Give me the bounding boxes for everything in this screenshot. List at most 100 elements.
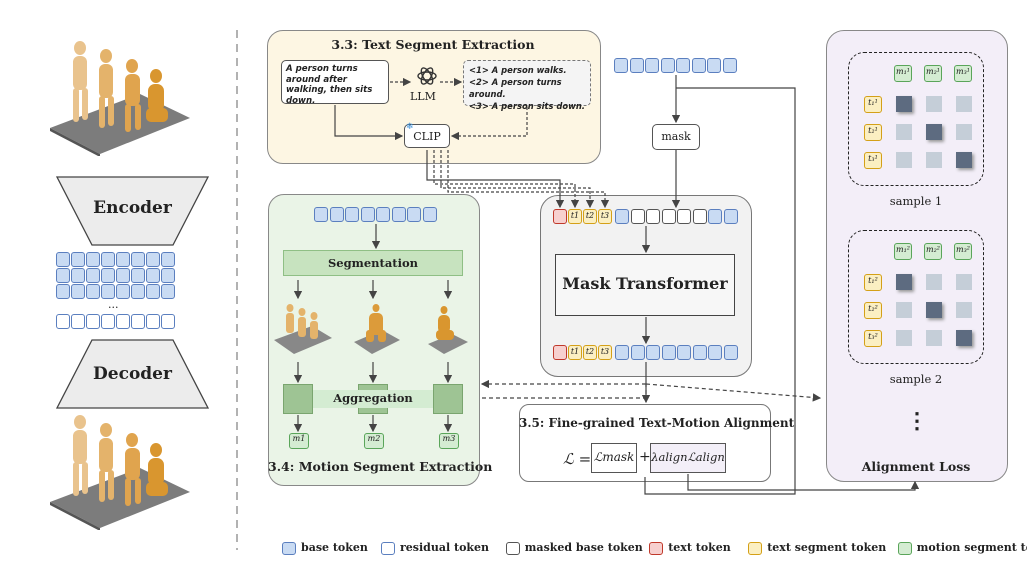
segmentation-box	[283, 250, 463, 276]
codebook-token	[86, 252, 100, 267]
similarity-cell	[956, 152, 972, 168]
base-token	[629, 58, 644, 73]
base-token	[407, 207, 421, 222]
aggregation-band	[313, 390, 433, 408]
motion-output-m2	[364, 433, 384, 449]
similarity-cell	[926, 330, 942, 346]
similarity-cell	[956, 96, 972, 112]
motion-segment-token-label: m₃²	[956, 245, 970, 254]
motion-segment-token: m₃²	[954, 243, 972, 260]
clip-snowflake-icon: ❄	[406, 122, 414, 132]
similarity-cell	[896, 302, 912, 318]
codebook-token	[131, 268, 145, 283]
similarity-cell	[896, 152, 912, 168]
text-segment-token-label: t2	[585, 347, 595, 356]
codebook-grid	[56, 252, 216, 332]
loss-align-box	[650, 443, 726, 473]
text-segment-token: t₂²	[864, 302, 882, 319]
text-segment-token-label: t₃¹	[868, 154, 878, 163]
mask-box	[652, 124, 700, 150]
base-token	[329, 207, 344, 222]
similarity-cell	[926, 302, 942, 318]
segmentation-label: Segmentation	[328, 256, 418, 270]
text-segment-token: t₃¹	[864, 152, 882, 169]
legend-swatch	[897, 542, 912, 555]
encoder-block	[55, 176, 210, 246]
base-token	[345, 207, 359, 222]
text-segment-token: t₁²	[864, 274, 882, 291]
motion-output-m1-label: m1	[292, 434, 306, 443]
sample-1-box	[848, 52, 984, 186]
base-token	[376, 207, 390, 222]
alignment-panel	[519, 404, 771, 482]
alignment-loss-title: Alignment Loss	[861, 459, 971, 474]
codebook-token	[71, 284, 85, 299]
base-token	[422, 207, 437, 222]
text-token	[553, 345, 567, 360]
similarity-cell	[896, 124, 912, 140]
legend-label: text token	[668, 541, 731, 554]
text-segment-token: t3	[598, 209, 612, 224]
legend-swatch	[381, 542, 395, 555]
motion-segment-token: m₁¹	[894, 65, 912, 82]
codebook-token	[101, 252, 115, 267]
similarity-cell	[956, 330, 972, 346]
similarity-cell	[926, 274, 942, 290]
text-segment-token-label: t3	[600, 347, 610, 356]
similarity-cell	[896, 330, 912, 346]
legend-swatch	[649, 542, 664, 555]
codebook-token	[71, 252, 85, 267]
masked-base-token	[630, 209, 645, 224]
legend-label: masked base token	[524, 541, 643, 554]
residual-token	[116, 314, 130, 329]
codebook-token	[56, 252, 70, 267]
text-segment-token-label: t1	[570, 211, 580, 220]
codebook-token	[161, 284, 175, 299]
residual-token	[161, 314, 175, 329]
base-token	[676, 58, 690, 73]
legend-label: residual token	[400, 541, 490, 554]
codebook-token	[116, 252, 130, 267]
motion-extraction-title: 3.4: Motion Segment Extraction	[268, 459, 493, 474]
text-segment-token-label: t2	[585, 211, 595, 220]
input-text: A person turns around after walking, the…	[286, 64, 373, 106]
loss-mask-box	[591, 443, 637, 473]
residual-token	[131, 314, 145, 329]
residual-token	[86, 314, 100, 329]
mask-transformer-box	[555, 254, 735, 316]
text-extraction-title: 3.3: Text Segment Extraction	[331, 37, 535, 52]
text-token	[553, 209, 567, 224]
mask-label: mask	[661, 130, 691, 143]
clip-label: CLIP	[413, 130, 441, 143]
mask-transformer-title: Mask Transformer	[562, 274, 728, 293]
base-token	[391, 207, 406, 222]
motion-segment-token-label: m₃¹	[956, 67, 970, 76]
similarity-cell	[956, 302, 972, 318]
loss-plus: +	[639, 449, 651, 465]
text-segment-token-label: t₃²	[868, 332, 878, 341]
motion-segment-token: m₃¹	[954, 65, 972, 82]
sample-2-box	[848, 230, 984, 364]
base-token	[723, 209, 738, 224]
loss-mask-term: ℒmask	[593, 450, 635, 464]
aggregation-block-3	[433, 384, 463, 414]
motion-segment-token-label: m₂¹	[926, 67, 940, 76]
masked-base-token	[661, 209, 676, 224]
text-segment-token-label: t3	[600, 211, 610, 220]
transformer-input-row: t1 t2 t3	[553, 209, 738, 225]
codebook-token	[101, 268, 115, 283]
codebook-token	[56, 268, 70, 283]
text-segment-token: t1	[568, 209, 582, 224]
base-token	[661, 345, 676, 360]
motion-output-m3	[439, 433, 459, 449]
codebook-token	[161, 252, 175, 267]
codebook-token	[116, 284, 130, 299]
legend-swatch	[505, 542, 520, 555]
base-token	[615, 345, 629, 360]
text-segment-token-label: t1	[570, 347, 580, 356]
similarity-cell	[926, 96, 942, 112]
